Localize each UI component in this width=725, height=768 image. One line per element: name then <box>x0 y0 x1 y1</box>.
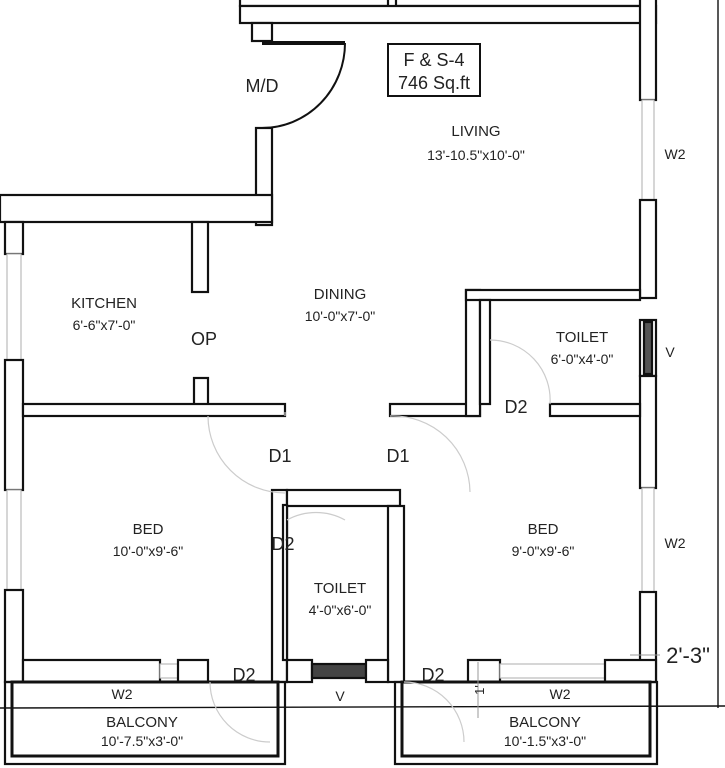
living-label: LIVING <box>451 123 500 140</box>
unit-title-box: F & S-4 746 Sq.ft <box>387 43 481 97</box>
dining-size: 10'-0"x7'-0" <box>305 308 376 324</box>
unit-id: F & S-4 <box>403 50 464 70</box>
window-w2-bed-right-tag: W2 <box>665 535 686 551</box>
dimension-small: 1' <box>472 685 487 695</box>
unit-area: 746 Sq.ft <box>398 73 470 93</box>
door-d2-toilet-center-tag: D2 <box>271 534 294 554</box>
dining-label: DINING <box>314 286 367 303</box>
opening-tag: OP <box>191 329 217 349</box>
kitchen-size: 6'-6"x7'-0" <box>73 317 136 333</box>
ventilator-toilet-center-tag: V <box>335 688 345 704</box>
door-swings <box>207 339 551 743</box>
toilet-right-label: TOILET <box>556 329 608 346</box>
bed-left-label: BED <box>133 521 164 538</box>
reference-line-horizontal <box>0 705 725 709</box>
toilet-center-label: TOILET <box>314 580 366 597</box>
door-d2-balcony-right-tag: D2 <box>421 665 444 685</box>
balcony-left-size: 10'-7.5"x3'-0" <box>101 733 183 749</box>
walls <box>0 0 659 766</box>
ventilator-toilet-right-tag: V <box>665 344 675 360</box>
bed-left-size: 10'-0"x9'-6" <box>113 543 184 559</box>
living-size: 13'-10.5"x10'-0" <box>427 147 525 163</box>
bed-right-size: 9'-0"x9'-6" <box>512 543 575 559</box>
main-door-tag: M/D <box>246 76 279 96</box>
window-w2-living-tag: W2 <box>665 146 686 162</box>
balcony-right-size: 10'-1.5"x3'-0" <box>504 733 586 749</box>
toilet-center-size: 4'-0"x6'-0" <box>309 602 372 618</box>
window-w2-balcony-right-tag: W2 <box>550 686 571 702</box>
door-d1-right-tag: D1 <box>386 446 409 466</box>
dimension-right-offset: 2'-3" <box>666 643 710 668</box>
window-w2-balcony-left-tag: W2 <box>112 686 133 702</box>
door-d2-balcony-left-tag: D2 <box>232 665 255 685</box>
balcony-right-label: BALCONY <box>509 714 581 731</box>
door-d2-toilet-right-tag: D2 <box>504 397 527 417</box>
kitchen-label: KITCHEN <box>71 295 137 312</box>
main-door[interactable] <box>261 41 346 129</box>
bed-right-label: BED <box>528 521 559 538</box>
door-d1-left-tag: D1 <box>268 446 291 466</box>
balcony-left-label: BALCONY <box>106 714 178 731</box>
toilet-right-size: 6'-0"x4'-0" <box>551 351 614 367</box>
